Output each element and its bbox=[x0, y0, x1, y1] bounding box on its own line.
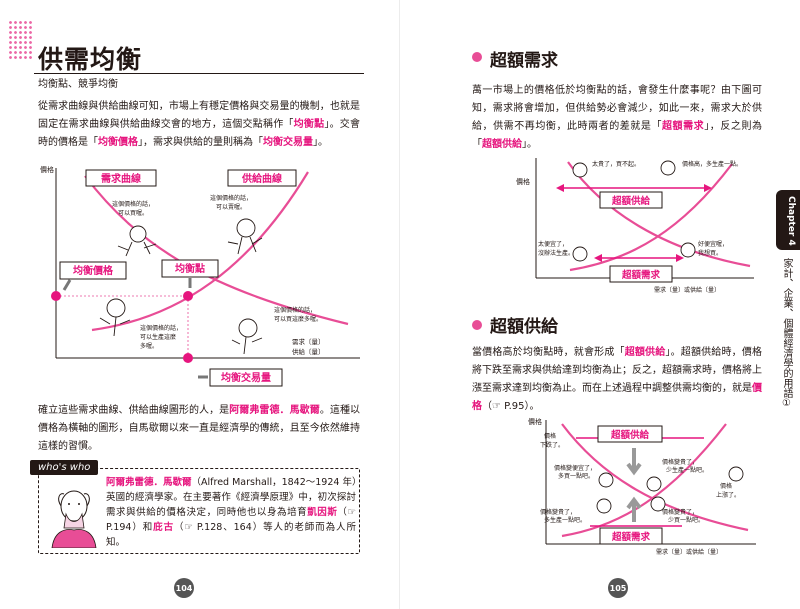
excess-supply-paragraph: 當價格高於均衡點時，就會形成「超額供給」。超額供給時，價格將下跌至需求與供給達到… bbox=[472, 347, 763, 412]
figure-supply-person bbox=[227, 218, 263, 255]
d2-bubble-3a: 價格變貴了， bbox=[662, 458, 698, 466]
excess-supply-diagram: 價格 超額供給 超額需求 需求〔量〕或供給〔量〕 價格 下跌了。 價格變便宜了，… bbox=[528, 417, 756, 556]
bubble-demand-1: 這個價格的話， bbox=[112, 200, 154, 208]
bubble-supply-1: 這個價格的話， bbox=[210, 194, 252, 202]
excess-demand-diagram: 價格 超額供給 超額需求 需求〔量〕或供給〔量〕 太貴了，買不起。 價格高，多生… bbox=[516, 158, 754, 294]
section-title-excess-demand: 超額需求 bbox=[490, 51, 558, 71]
bubble-low-2: 可以生產這麼 bbox=[140, 333, 176, 341]
d2-bubble-2a: 價格變便宜了， bbox=[554, 464, 596, 472]
section-title-excess-supply: 超額供給 bbox=[490, 317, 558, 337]
d2-bubble-2b: 多買一點吧。 bbox=[558, 472, 594, 480]
right-page: 超額需求 萬一市場上的價格低於均衡點的話，會發生什麼事呢？由下圖可知，需求將會增… bbox=[400, 0, 800, 609]
d2-y-axis-label: 價格 bbox=[528, 417, 542, 426]
d2-bubble-5b: 多生產一點吧。 bbox=[544, 516, 586, 524]
page-subtitle: 均衡點、競爭均衡 bbox=[38, 79, 118, 90]
excess-demand-paragraph: 萬一市場上的價格低於均衡點的話，會發生什麼事呢？由下圖可知，需求將會增加，但供給… bbox=[472, 85, 763, 150]
equilibrium-point bbox=[183, 291, 193, 301]
d1-bubble-4b: 我想買。 bbox=[698, 249, 722, 257]
eq-price-label-box bbox=[59, 261, 127, 280]
whos-who-body: 英國的經濟學家。在主要著作《經濟學原理》中，初次探討需求與供給的價格決定，同時他… bbox=[106, 492, 356, 548]
eq-point-label: 均衡點 bbox=[175, 262, 205, 275]
eq-qty-point bbox=[183, 353, 193, 363]
dot-decoration bbox=[8, 20, 32, 60]
d2-down-arrow bbox=[626, 448, 642, 476]
d1-figures bbox=[572, 160, 696, 262]
closing-paragraph: 確立這些需求曲線、供給曲線圖形的人，是阿爾弗雷德．馬歇爾。這種以價格為橫軸的圖形… bbox=[38, 405, 361, 452]
d1-box-bottom-label: 超額需求 bbox=[621, 269, 661, 281]
page-number-left: 104 bbox=[174, 578, 194, 598]
eq-price-point bbox=[51, 291, 61, 301]
d2-bubble-1a: 價格 bbox=[544, 432, 556, 440]
whos-who-tag: who's who bbox=[30, 460, 99, 475]
y-axis-label: 價格 bbox=[40, 165, 54, 174]
d2-bubble-3b: 少生產一點吧。 bbox=[666, 466, 708, 474]
chapter-tab bbox=[776, 190, 800, 250]
d1-bubble-2: 價格高，多生產一點。 bbox=[682, 160, 742, 168]
whos-who-box bbox=[38, 468, 360, 554]
d2-bubble-5a: 價格變貴了， bbox=[540, 508, 576, 516]
eq-price-arrow bbox=[62, 279, 72, 291]
d2-bubble-1b: 下跌了。 bbox=[540, 441, 564, 449]
d2-up-arrow bbox=[626, 496, 642, 522]
x-axis-label-2: 供給〔量〕 bbox=[292, 347, 325, 356]
d1-demand-curve bbox=[567, 161, 751, 268]
d2-box-top-label: 超額供給 bbox=[610, 429, 650, 441]
eq-point-label-box bbox=[161, 259, 219, 278]
d1-y-axis-label: 價格 bbox=[516, 177, 530, 186]
section-marker-2 bbox=[472, 320, 482, 330]
supply-label-box bbox=[227, 169, 297, 187]
title-underline bbox=[34, 73, 364, 74]
page-number-right: 105 bbox=[608, 578, 628, 598]
d2-demand-curve bbox=[561, 423, 749, 532]
equilibrium-diagram: 價格 需求曲線 供給曲線 均衡價格 均衡點 均衡交易量 需求〔量〕 供給〔量〕 … bbox=[40, 165, 360, 387]
d2-bubble-4a: 價格 bbox=[720, 482, 732, 490]
chapter-tab-label: Chapter 4 bbox=[786, 196, 796, 246]
d2-bubble-4b: 上漲了。 bbox=[716, 491, 740, 499]
figure-demand-person bbox=[117, 225, 157, 257]
eq-price-label: 均衡價格 bbox=[73, 264, 114, 277]
d1-box-top bbox=[599, 191, 663, 209]
d2-box-bottom bbox=[599, 527, 663, 545]
bubble-buy-1: 這個價格的話， bbox=[274, 306, 316, 314]
d1-bubble-1: 太貴了，買不起。 bbox=[592, 160, 640, 168]
supply-curve bbox=[91, 171, 309, 332]
demand-label-box bbox=[85, 169, 157, 187]
eq-qty-label-box bbox=[209, 368, 283, 387]
d2-bubble-6a: 價格變貴了， bbox=[662, 508, 698, 516]
d2-supply-curve bbox=[561, 423, 727, 538]
demand-label: 需求曲線 bbox=[101, 172, 141, 185]
page-title: 供需均衡 bbox=[38, 45, 143, 74]
chapter-description: 家計、企業、個體經濟學的用語① bbox=[781, 258, 792, 409]
section-marker-1 bbox=[472, 52, 482, 62]
d1-x-axis-label: 需求〔量〕或供給〔量〕 bbox=[654, 286, 720, 294]
d2-box-top bbox=[597, 425, 663, 443]
whos-who-name: 阿爾弗雷德．馬歇爾（Alfred Marshall，1842～1924 年） bbox=[106, 477, 362, 488]
d1-bubble-3b: 沒辦法生產。 bbox=[538, 249, 574, 257]
left-page: 供需均衡 均衡點、競爭均衡 從需求曲線與供給曲線可知，市場上有穩定價格與交易量的… bbox=[8, 20, 364, 598]
d1-bubble-4a: 好便宜喔， bbox=[698, 240, 728, 248]
x-axis-label-1: 需求〔量〕 bbox=[292, 337, 325, 346]
bubble-supply-2: 可以賣喔。 bbox=[216, 203, 246, 211]
d2-bubble-6b: 少買一點吧。 bbox=[668, 516, 704, 524]
bubble-buy-2: 可以買這麼多喔。 bbox=[274, 315, 322, 323]
intro-paragraph: 從需求曲線與供給曲線可知，市場上有穩定價格與交易量的機制，也就是固定在需求曲線與… bbox=[38, 101, 361, 148]
d1-bubble-3a: 太便宜了， bbox=[538, 240, 568, 248]
figure-buyer-person bbox=[231, 318, 263, 355]
bubble-demand-2: 可以買喔。 bbox=[118, 210, 148, 217]
bubble-low-1: 這個價格的話， bbox=[140, 324, 182, 332]
d2-x-axis-label: 需求〔量〕或供給〔量〕 bbox=[656, 548, 722, 556]
marshall-portrait-icon bbox=[51, 490, 97, 548]
d1-box-bottom bbox=[609, 265, 673, 283]
bubble-low-3: 多喔。 bbox=[140, 342, 158, 350]
d2-box-bottom-label: 超額需求 bbox=[611, 531, 651, 543]
supply-label: 供給曲線 bbox=[241, 172, 282, 185]
figure-seller-person bbox=[99, 298, 131, 337]
eq-qty-label: 均衡交易量 bbox=[221, 371, 271, 384]
d2-figures bbox=[596, 466, 744, 514]
d1-supply-curve bbox=[569, 163, 733, 272]
d1-box-top-label: 超額供給 bbox=[611, 195, 651, 207]
